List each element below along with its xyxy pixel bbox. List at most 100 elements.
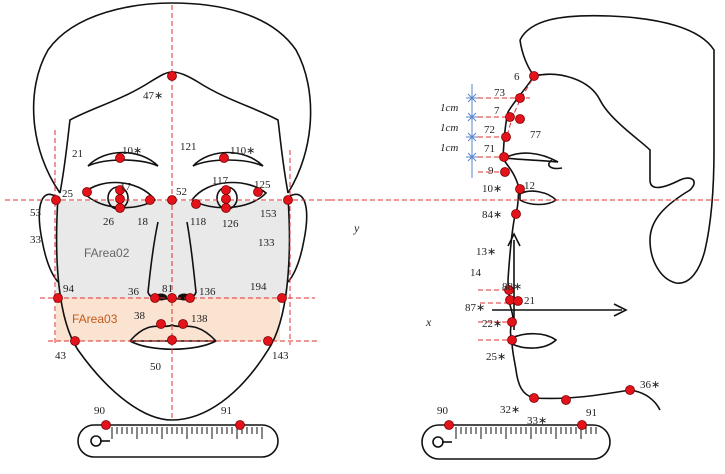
side-label-12: 12 — [524, 180, 535, 192]
label-94: 94 — [63, 283, 75, 295]
landmark-36 — [150, 293, 160, 303]
side-label-91: 91 — [586, 407, 597, 419]
landmark-38 — [156, 319, 166, 329]
label-143: 143 — [272, 350, 289, 362]
side-label-71: 71 — [484, 143, 495, 155]
label-110: 110∗ — [230, 145, 255, 157]
side-landmark-71 — [499, 152, 509, 162]
side-label-73: 73 — [494, 87, 506, 99]
label-10: 10∗ — [122, 145, 142, 157]
landmark-52 — [167, 195, 177, 205]
axis-label-y: y — [353, 221, 360, 235]
landmark-125 — [253, 187, 263, 197]
left-ear — [38, 193, 59, 283]
side-axes: y x — [353, 221, 628, 330]
label-138: 138 — [191, 313, 208, 325]
landmark-94 — [53, 293, 63, 303]
label-47: 47∗ — [143, 90, 163, 102]
side-landmark-88 — [504, 285, 514, 295]
side-landmark-9 — [500, 167, 510, 177]
label-17: 17 — [120, 181, 132, 193]
cm-label-2: 1cm — [440, 122, 458, 134]
side-label-21: 21 — [524, 295, 535, 307]
side-landmark-6 — [529, 71, 539, 81]
landmark-81 — [167, 293, 177, 303]
side-label-6: 6 — [514, 71, 520, 83]
label-36: 36 — [128, 286, 140, 298]
landmark-194 — [277, 293, 287, 303]
side-dotted-75 — [505, 79, 533, 141]
side-landmark-77 — [515, 114, 525, 124]
side-landmark-12 — [515, 184, 525, 194]
side-landmark-32 — [529, 393, 539, 403]
side-label-72: 72 — [484, 124, 495, 136]
landmark-53 — [51, 195, 61, 205]
front-face-outline — [55, 196, 291, 421]
side-profile-outline — [502, 75, 661, 411]
side-landmark-21 — [505, 295, 515, 305]
side-ruler: 90 91 — [421, 405, 611, 460]
label-26: 26 — [103, 216, 115, 228]
label-117: 117 — [212, 175, 229, 187]
side-ruler-ticks — [455, 427, 597, 439]
side-landmarks — [499, 71, 635, 405]
side-ruler-hole — [432, 436, 444, 448]
front-landmarks — [51, 71, 293, 346]
right-ear — [287, 193, 308, 283]
side-landmark-73 — [515, 93, 525, 103]
label-153: 153 — [260, 208, 277, 220]
label-194: 194 — [250, 281, 267, 293]
side-label-33: 33∗ — [527, 415, 547, 427]
side-label-84: 84∗ — [482, 209, 502, 221]
side-landmark-87 — [513, 296, 523, 306]
side-landmark-91 — [577, 420, 587, 430]
landmark-17b — [115, 194, 125, 204]
landmark-47 — [167, 71, 177, 81]
label-81: 81 — [162, 283, 173, 295]
landmark-136 — [185, 293, 195, 303]
side-label-13: 13∗ — [476, 246, 496, 258]
right-eyebrow — [192, 151, 264, 167]
label-25: 25 — [62, 188, 74, 200]
cm-label-1: 1cm — [440, 102, 458, 114]
landmark-25 — [82, 187, 92, 197]
front-labels: 47∗ 21 10∗ 121 110∗ 25 17 52 117 125 53 … — [30, 90, 289, 373]
landmark-143 — [263, 336, 273, 346]
label-133: 133 — [258, 237, 275, 249]
label-43: 43 — [55, 350, 67, 362]
front-ruler: 90 91 — [77, 405, 279, 458]
side-label-25: 25∗ — [486, 351, 506, 363]
landmark-91 — [235, 420, 245, 430]
side-eyebrow — [502, 152, 559, 163]
landmark-126 — [221, 203, 231, 213]
label-125: 125 — [254, 179, 271, 191]
label-38: 38 — [134, 310, 146, 322]
right-eye — [190, 181, 268, 209]
side-landmark-7 — [505, 112, 515, 122]
label-91: 91 — [221, 405, 232, 417]
side-label-9: 9 — [488, 165, 494, 177]
label-126: 126 — [222, 218, 239, 230]
label-21: 21 — [72, 148, 83, 160]
side-label-88: 88∗ — [502, 281, 522, 293]
landmark-110 — [219, 153, 229, 163]
landmark-118 — [191, 199, 201, 209]
label-50: 50 — [150, 361, 162, 373]
label-52: 52 — [176, 186, 187, 198]
side-cheek-curve — [548, 159, 563, 170]
side-landmark-33 — [561, 395, 571, 405]
side-label-14: 14 — [470, 267, 482, 279]
side-label-36: 36∗ — [640, 379, 660, 391]
side-landmark-84 — [511, 209, 521, 219]
label-33: 33 — [30, 234, 42, 246]
label-farea03: FArea03 — [72, 312, 118, 326]
left-eyebrow — [87, 151, 159, 167]
side-label-87: 87∗ — [465, 302, 485, 314]
landmark-26 — [115, 203, 125, 213]
side-head-outline — [519, 14, 715, 284]
front-ruler-hole — [90, 435, 102, 447]
side-landmark-72 — [501, 132, 511, 142]
axis-label-x: x — [425, 315, 432, 329]
left-eye — [82, 181, 157, 209]
cm-label-3: 1cm — [440, 142, 458, 154]
